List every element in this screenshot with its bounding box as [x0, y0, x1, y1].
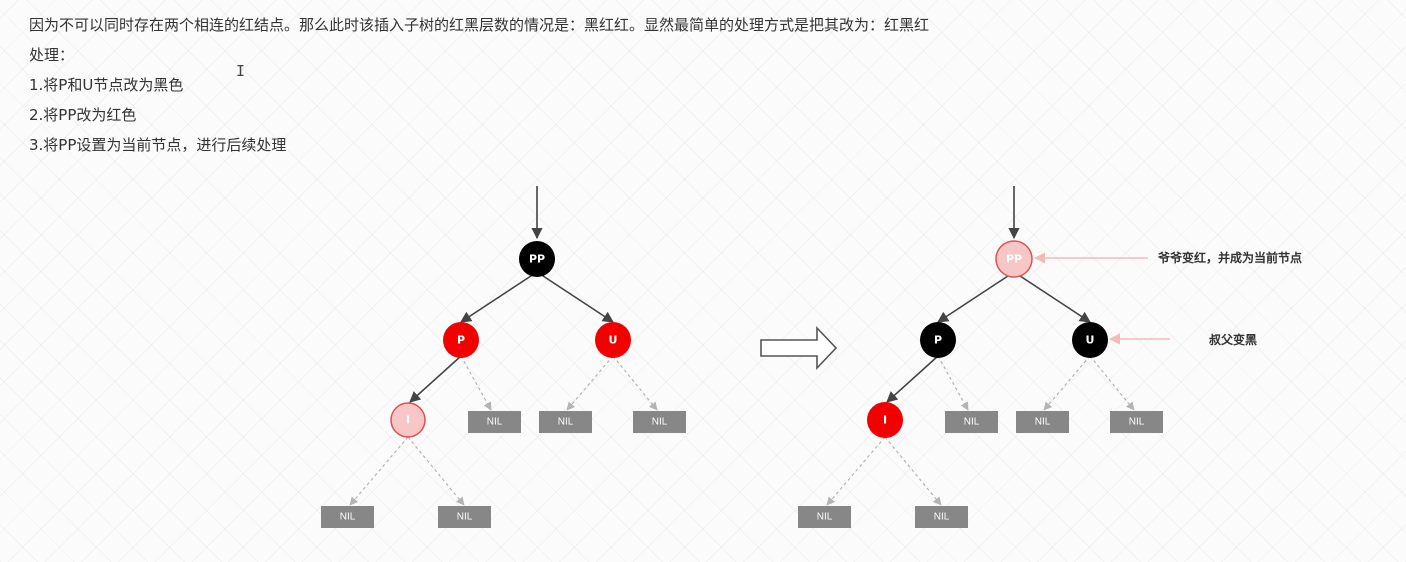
- node-i: I: [867, 402, 903, 438]
- step-1: 1.将P和U节点改为黑色: [29, 76, 184, 94]
- node-p-label: P: [457, 334, 465, 347]
- node-u: U: [595, 322, 631, 358]
- edge-pp-p: [937, 271, 1015, 323]
- nil-leaf: NIL: [945, 411, 998, 433]
- node-pp: PP: [995, 240, 1033, 278]
- nil-edge: [407, 436, 465, 506]
- node-i-label: I: [883, 414, 887, 427]
- nil-leaf: NIL: [1016, 411, 1069, 433]
- intro-paragraph: 因为不可以同时存在两个相连的红结点。那么此时该插入子树的红黑层数的情况是：黑红红…: [29, 16, 930, 34]
- nil-edge: [349, 436, 409, 506]
- nil-leaf: NIL: [798, 506, 851, 528]
- nil-edge: [460, 355, 492, 411]
- annotation-u: 叔父变黑: [1209, 332, 1257, 347]
- nil-edge: [884, 436, 942, 506]
- tree-before: PP P U I NIL NIL NIL NIL: [321, 186, 686, 528]
- edge-p-i: [409, 355, 462, 403]
- nil-label: NIL: [340, 512, 356, 523]
- nil-edge: [1089, 355, 1135, 411]
- node-i-label: I: [406, 414, 410, 427]
- nil-label: NIL: [1035, 417, 1051, 428]
- step-2: 2.将PP改为红色: [29, 106, 137, 124]
- nil-leaf: NIL: [1110, 411, 1163, 433]
- nil-edge: [937, 355, 969, 411]
- node-u: U: [1072, 322, 1108, 358]
- nil-label: NIL: [817, 512, 833, 523]
- nil-edge: [566, 355, 614, 411]
- nil-edge: [1043, 355, 1091, 411]
- nil-label: NIL: [934, 512, 950, 523]
- nil-leaf: NIL: [321, 506, 374, 528]
- nil-leaf: NIL: [438, 506, 491, 528]
- node-u-label: U: [1086, 334, 1095, 347]
- nil-leaf: NIL: [633, 411, 686, 433]
- nil-label: NIL: [1129, 417, 1145, 428]
- edge-pp-u: [1013, 271, 1091, 323]
- text-cursor-icon: I: [236, 62, 246, 80]
- explanation-text: 因为不可以同时存在两个相连的红结点。那么此时该插入子树的红黑层数的情况是：黑红红…: [29, 10, 929, 160]
- edge-pp-u: [536, 271, 614, 323]
- nil-label: NIL: [652, 417, 668, 428]
- node-pp-label: PP: [529, 253, 545, 266]
- tree-after: PP P U I NIL NIL NIL NIL: [798, 186, 1302, 528]
- steps-heading: 处理：: [29, 46, 75, 64]
- nil-leaf: NIL: [915, 506, 968, 528]
- node-i: I: [390, 402, 426, 438]
- node-p: P: [920, 322, 956, 358]
- edge-p-i: [886, 355, 939, 403]
- nil-leaf: NIL: [539, 411, 592, 433]
- nil-label: NIL: [558, 417, 574, 428]
- node-p-label: P: [934, 334, 942, 347]
- step-3: 3.将PP设置为当前节点，进行后续处理: [29, 136, 287, 154]
- node-u-label: U: [609, 334, 618, 347]
- node-pp: PP: [519, 241, 555, 277]
- nil-leaf: NIL: [468, 411, 521, 433]
- transform-arrow-icon: [760, 325, 838, 371]
- annotation-pp: 爷爷变红，并成为当前节点: [1157, 250, 1302, 265]
- edge-pp-p: [460, 271, 538, 323]
- nil-label: NIL: [964, 417, 980, 428]
- node-pp-label: PP: [1006, 253, 1022, 266]
- node-p: P: [443, 322, 479, 358]
- nil-edge: [612, 355, 658, 411]
- nil-label: NIL: [457, 512, 473, 523]
- nil-edge: [826, 436, 886, 506]
- nil-label: NIL: [487, 417, 503, 428]
